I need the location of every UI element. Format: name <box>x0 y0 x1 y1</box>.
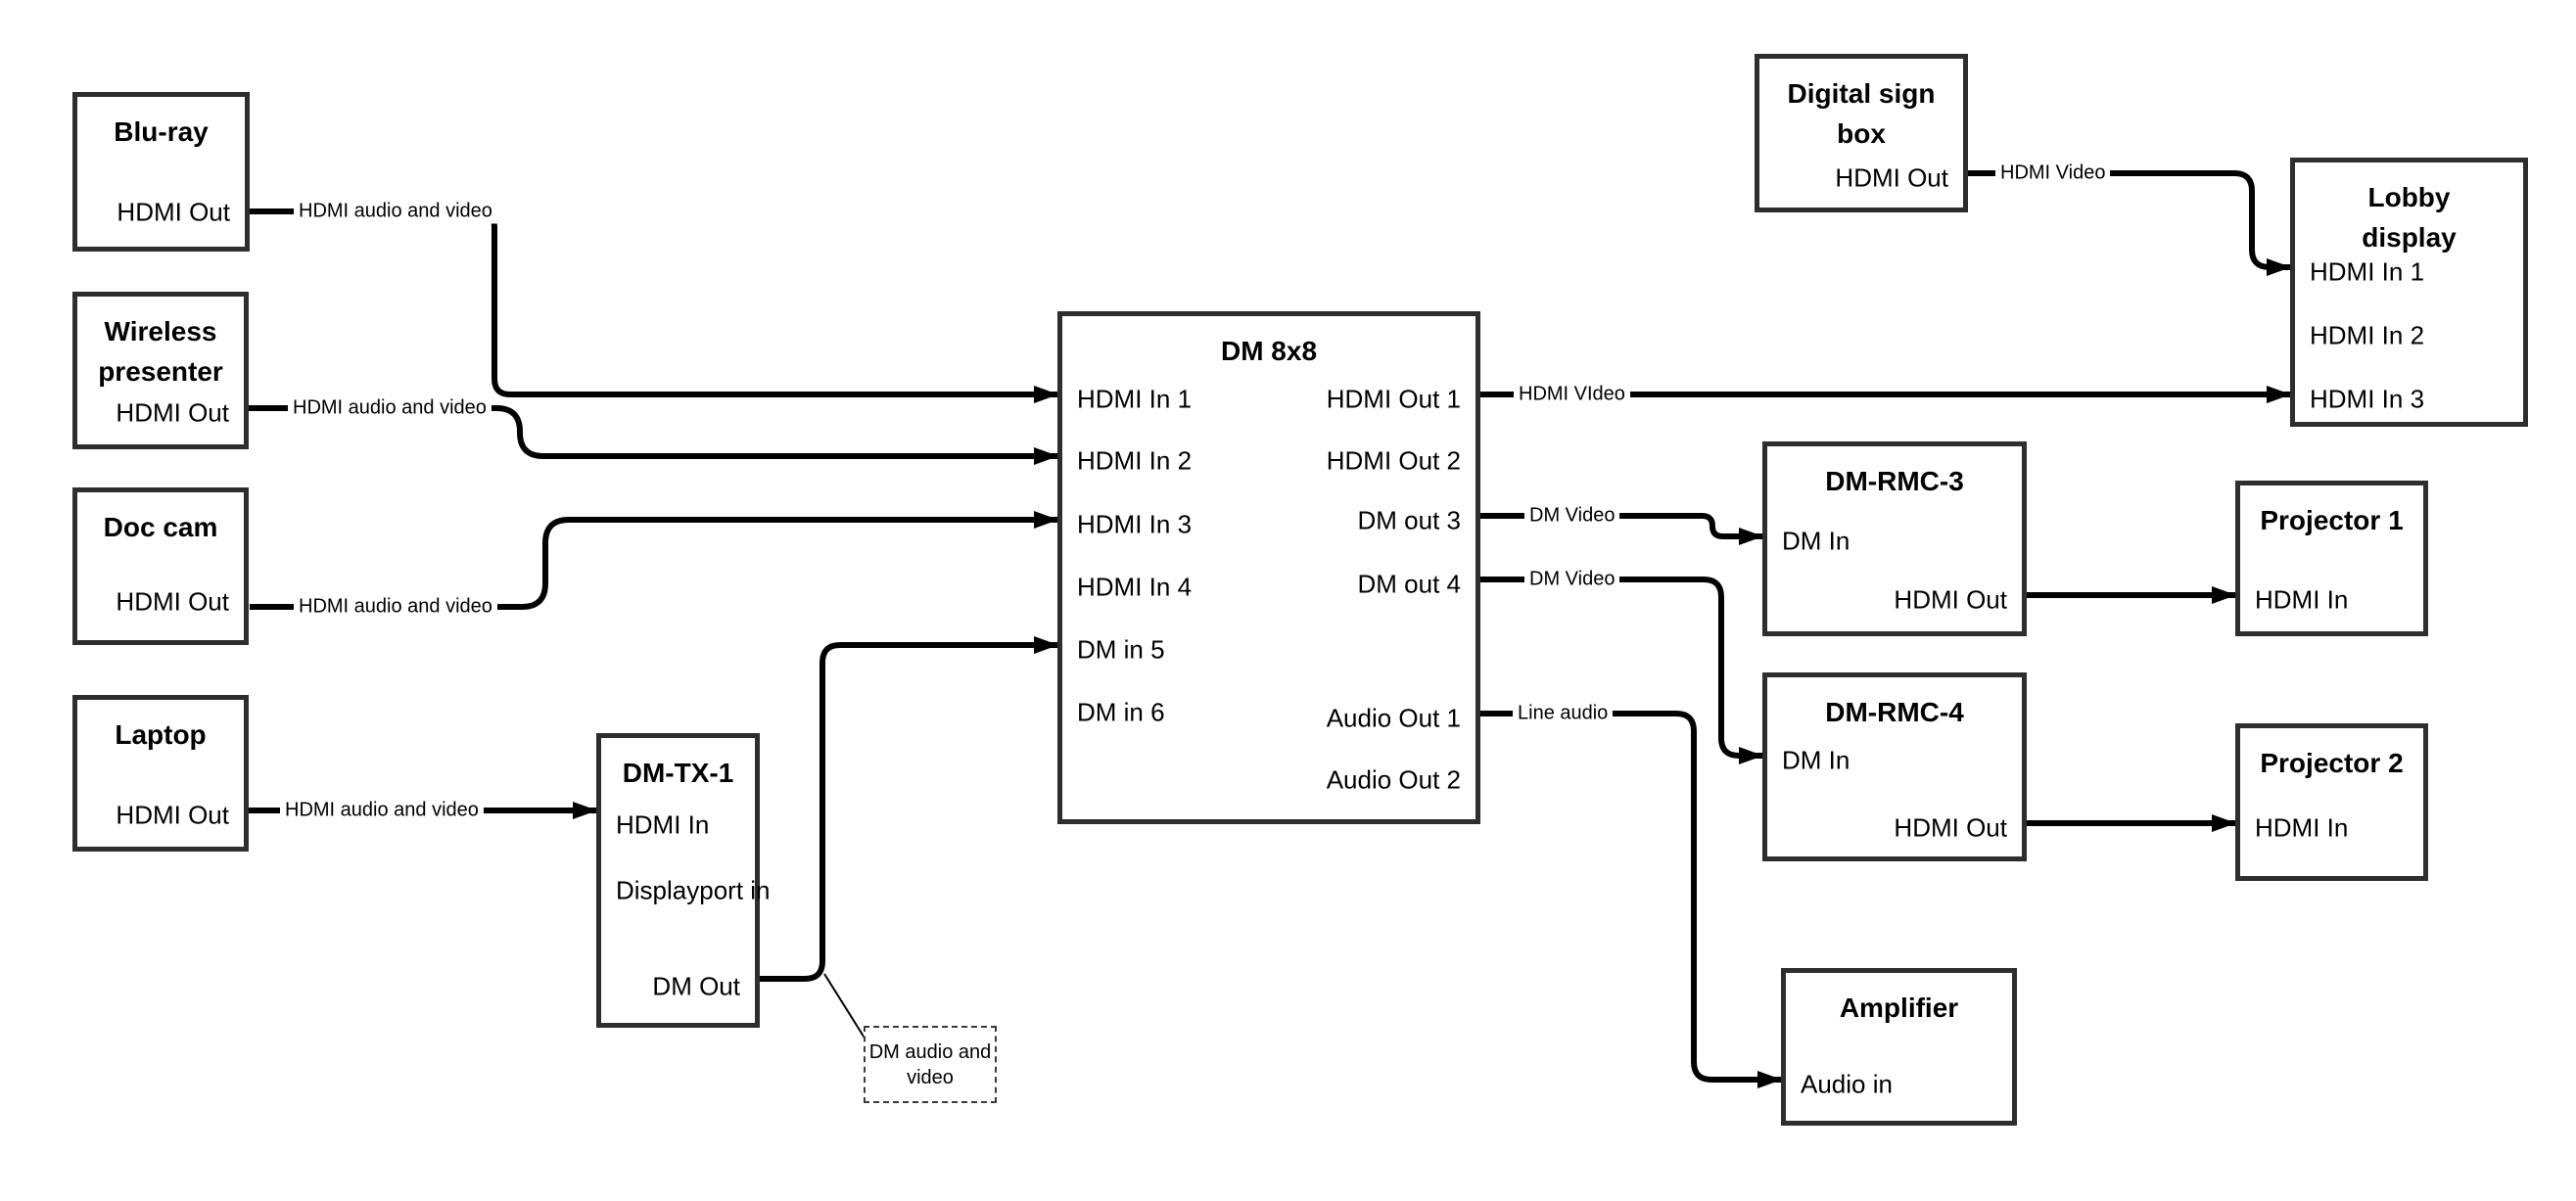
edge-dmnote-callout <box>823 973 866 1040</box>
port-dmtx1-hdmi-in: HDMI In <box>616 809 710 840</box>
node-title-wireless: Wireless presenter <box>98 316 223 387</box>
node-title-proj1: Projector 1 <box>2260 505 2404 535</box>
port-dm8x8-audio-out-2: Audio Out 2 <box>1326 764 1461 795</box>
node-title-dmnote: DM audio and video <box>868 1040 992 1088</box>
edge-label-laptop-to-dmtx1: HDMI audio and video <box>280 797 484 823</box>
port-dm8x8-dm-out-4: DM out 4 <box>1357 569 1462 599</box>
port-bluray-hdmi-out: HDMI Out <box>117 197 230 227</box>
node-title-amp: Amplifier <box>1839 993 1959 1023</box>
node-proj1: Projector 1 HDMI In <box>2235 481 2428 636</box>
port-dm8x8-audio-out-1: Audio Out 1 <box>1326 703 1461 733</box>
node-title-bluray: Blu-ray <box>114 116 209 147</box>
port-proj2-hdmi-in: HDMI In <box>2255 812 2349 843</box>
port-dm8x8-hdmi-in-1: HDMI In 1 <box>1077 384 1193 414</box>
node-title-laptop: Laptop <box>115 719 207 750</box>
port-laptop-hdmi-out: HDMI Out <box>116 800 229 830</box>
port-lobby-hdmi-in-1: HDMI In 1 <box>2310 256 2425 287</box>
node-rmc3: DM-RMC-3 DM In HDMI Out <box>1762 441 2027 636</box>
edge-dm8x8-audio1-to-amp <box>1480 711 1782 1088</box>
edge-label-doccam-to-dm8x8-in3: HDMI audio and video <box>294 593 497 620</box>
port-rmc4-dm-in: DM In <box>1782 745 1850 775</box>
port-proj1-hdmi-in: HDMI In <box>2255 584 2349 615</box>
node-rmc4: DM-RMC-4 DM In HDMI Out <box>1762 672 2027 861</box>
port-amp-audio-in: Audio in <box>1801 1069 1893 1099</box>
edge-label-dm8x8-out4-to-rmc4: DM Video <box>1524 566 1620 592</box>
port-wireless-hdmi-out: HDMI Out <box>116 397 229 428</box>
edge-digsign-to-lobby-in1 <box>1968 170 2291 276</box>
node-title-digsign: Digital sign box <box>1787 78 1936 149</box>
node-title-rmc3: DM-RMC-3 <box>1825 466 1964 496</box>
node-dmnote: DM audio and video <box>864 1026 997 1103</box>
port-lobby-hdmi-in-3: HDMI In 3 <box>2310 384 2425 414</box>
port-doccam-hdmi-out: HDMI Out <box>116 586 229 617</box>
edge-bluray-to-dm8x8-in1 <box>250 208 1058 403</box>
edge-label-dm8x8-out1-to-lobby-in3: HDMI VIdeo <box>1514 381 1630 407</box>
port-lobby-hdmi-in-2: HDMI In 2 <box>2310 320 2425 350</box>
port-rmc3-dm-in: DM In <box>1782 526 1850 556</box>
port-dm8x8-hdmi-out-2: HDMI Out 2 <box>1326 445 1461 476</box>
node-title-dm8x8: DM 8x8 <box>1220 336 1318 366</box>
edge-label-dm8x8-out3-to-rmc3: DM Video <box>1524 502 1620 529</box>
edge-dm8x8-out3-to-rmc3 <box>1480 513 1763 545</box>
port-digsign-hdmi-out: HDMI Out <box>1835 162 1948 193</box>
edge-label-bluray-to-dm8x8-in1: HDMI audio and video <box>294 198 497 224</box>
port-rmc4-hdmi-out: HDMI Out <box>1894 812 2007 843</box>
edge-wireless-to-dm8x8-in2 <box>249 405 1058 465</box>
port-dm8x8-dm-out-3: DM out 3 <box>1357 505 1462 535</box>
edge-label-dm8x8-audio1-to-amp: Line audio <box>1513 700 1614 726</box>
node-title-lobby: Lobby display <box>2362 182 2457 253</box>
port-dm8x8-dm-in-5: DM in 5 <box>1077 634 1165 665</box>
node-title-dmtx1: DM-TX-1 <box>622 758 734 788</box>
port-dmtx1-dm-out: DM Out <box>652 971 740 1001</box>
port-dm8x8-hdmi-in-3: HDMI In 3 <box>1077 509 1193 539</box>
port-dm8x8-hdmi-in-2: HDMI In 2 <box>1077 445 1193 476</box>
edge-label-digsign-to-lobby-in1: HDMI Video <box>1995 160 2111 186</box>
node-title-rmc4: DM-RMC-4 <box>1825 697 1964 727</box>
edge-dm8x8-out4-to-rmc4 <box>1480 577 1763 764</box>
edge-doccam-to-dm8x8-in3 <box>250 511 1058 610</box>
port-dm8x8-dm-in-6: DM in 6 <box>1077 697 1165 727</box>
edge-dmtx1-to-dm8x8-in5 <box>760 636 1058 982</box>
node-proj2: Projector 2 HDMI In <box>2235 723 2428 881</box>
port-rmc3-hdmi-out: HDMI Out <box>1894 584 2007 615</box>
edge-label-wireless-to-dm8x8-in2: HDMI audio and video <box>288 394 492 421</box>
port-dm8x8-hdmi-out-1: HDMI Out 1 <box>1326 384 1461 414</box>
port-dm8x8-hdmi-in-4: HDMI In 4 <box>1077 572 1193 602</box>
node-title-doccam: Doc cam <box>103 512 218 542</box>
node-title-proj2: Projector 2 <box>2260 748 2404 778</box>
port-dmtx1-displayport-in: Displayport in <box>616 875 771 905</box>
